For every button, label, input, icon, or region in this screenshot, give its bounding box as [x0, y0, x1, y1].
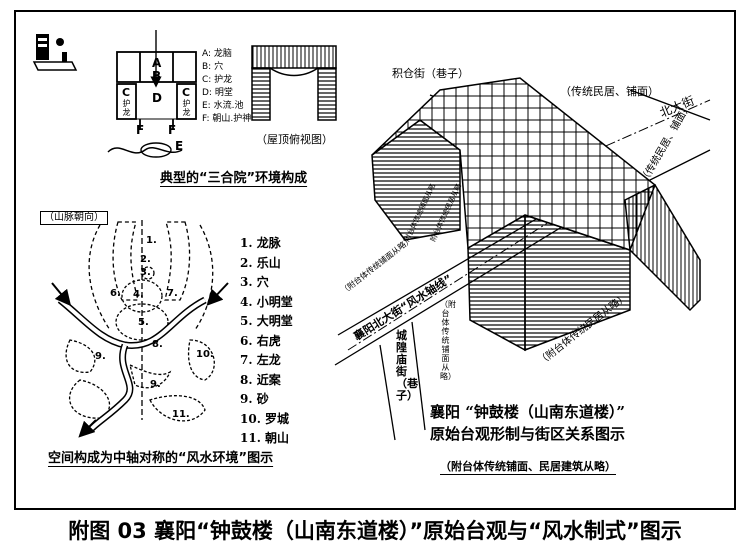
fengshui-legend-item: 3. 穴	[240, 275, 269, 289]
fengshui-number-7: 7.	[167, 288, 178, 299]
fengshui-number-2: 2.	[140, 254, 151, 265]
direction-label: （山脉朝向）	[40, 211, 108, 225]
bell-tower-title-line1: 襄阳 “钟鼓楼（山南东道楼）”	[430, 403, 625, 421]
roof-view-drawing	[251, 45, 337, 121]
street-jicang-label: 积仓街（巷子）	[392, 67, 469, 80]
side-label-left: 护龙	[122, 99, 131, 117]
fengshui-legend-item: 11. 朝山	[240, 431, 290, 445]
fengshui-legend-item: 2. 乐山	[240, 255, 281, 270]
fengshui-number-4: 4.	[133, 289, 144, 300]
fengshui-title: 空间构成为中轴对称的“风水环境”图示	[48, 451, 274, 466]
fengshui-number-9-left: 9.	[95, 351, 106, 362]
bell-tower-drawing	[334, 77, 711, 441]
fengshui-number-9-right: 9.	[150, 379, 161, 390]
plan-letter-d: D	[152, 91, 162, 105]
legend-b: B: 穴	[202, 62, 224, 72]
bell-tower-title-line2: 原始台观形制与街区关系图示	[430, 425, 626, 443]
fengshui-legend-item: 1. 龙脉	[240, 236, 281, 250]
legend-c: C: 护龙	[202, 75, 233, 85]
fengshui-legend-list: 1. 龙脉 2. 乐山 3. 穴 4. 小明堂 5. 大明堂 6. 右虎 7. …	[240, 234, 293, 449]
attached-mid-label: （附台体传统铺面从略）	[440, 300, 456, 381]
plan-letter-f-left: F	[136, 123, 145, 137]
legend-f: F: 朝山.护神	[202, 114, 252, 124]
bell-tower-subtitle: （附台体传统铺面、民居建筑从略）	[440, 460, 616, 473]
traditional-houses-top-label: （传统民居、铺面）	[560, 85, 659, 98]
fengshui-diagram	[51, 220, 229, 438]
plan-letter-a: A	[152, 56, 162, 70]
street-chenghuang-label: 城隍庙街（巷子）	[396, 329, 418, 402]
plan-letter-c-right: C	[182, 86, 191, 99]
fengshui-number-8: 8.	[152, 339, 163, 350]
fengshui-legend-item: 8. 近案	[240, 372, 281, 387]
legend-a: A: 龙脑	[202, 49, 232, 59]
side-label-right: 护龙	[182, 99, 191, 117]
figure-frame	[14, 10, 736, 510]
figure-caption: 附图 03 襄阳“钟鼓楼（山南东道楼）”原始台观与“风水制式”图示	[68, 519, 682, 543]
fengshui-number-1: 1.	[146, 235, 157, 246]
sanheyuan-title: 典型的“三合院”环境构成	[160, 171, 308, 186]
plan-letter-b: B	[152, 69, 162, 83]
legend-d: D: 明堂	[202, 88, 233, 98]
fengshui-legend-item: 5. 大明堂	[240, 314, 293, 328]
fengshui-number-11: 11.	[172, 409, 190, 420]
fengshui-legend-item: 6. 右虎	[240, 333, 281, 348]
fengshui-legend-item: 4. 小明堂	[240, 294, 293, 309]
plan-letter-e: E	[175, 139, 184, 153]
legend-e: E: 水流.池	[202, 101, 244, 111]
sanheyuan-plan	[107, 30, 197, 158]
logo-icon	[32, 34, 78, 71]
plan-letter-c-left: C	[122, 86, 131, 99]
plan-letter-f-right: F	[168, 123, 177, 137]
roof-view-label: （屋顶俯视图）	[256, 133, 333, 146]
fengshui-legend-item: 7. 左龙	[240, 353, 281, 367]
fengshui-number-10: 10.	[196, 349, 214, 360]
fengshui-legend-item: 9. 砂	[240, 392, 269, 406]
fengshui-number-3: 3.	[140, 267, 151, 278]
fengshui-legend-item: 10. 罗城	[240, 411, 290, 426]
fengshui-number-5: 5.	[138, 317, 149, 328]
fengshui-number-6: 6.	[110, 288, 121, 299]
